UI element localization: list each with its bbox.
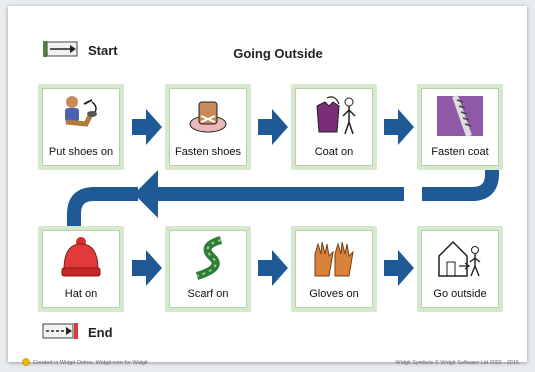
step-card-fasten-coat: Fasten coat [417,84,503,170]
return-arrow-icon [67,170,499,228]
scarf-icon [195,236,223,280]
step-label: Put shoes on [48,146,114,158]
gloves-icon [314,241,354,277]
step-label: Fasten shoes [174,146,242,158]
right-arrow-icon [384,250,414,286]
step-label: Go outside [433,288,487,300]
right-arrow-icon [258,109,288,145]
person-putting-shoes-on-icon [65,96,97,127]
step-card-fasten-shoes: Fasten shoes [165,84,251,170]
step-label: Hat on [64,288,98,300]
activity-sheet: Start Going Outside Put shoes on Fasten … [8,6,527,366]
widgit-logo-icon [22,358,30,366]
step-label: Scarf on [187,288,229,300]
end-label: End [88,325,113,340]
footer-copyright: Widgit Symbols © Widgit Software Ltd 200… [395,360,519,366]
step-card-hat-on: Hat on [38,226,124,312]
start-label: Start [88,43,118,58]
coat-on-icon [316,96,356,135]
step-card-gloves-on: Gloves on [291,226,377,312]
start-arrow-icon [43,41,78,57]
hat-icon [61,237,101,277]
step-label: Gloves on [309,288,359,300]
fasten-shoes-icon [189,101,227,133]
step-label: Fasten coat [431,146,489,158]
step-card-coat-on: Coat on [291,84,377,170]
page-title: Going Outside [233,46,323,61]
fasten-coat-icon [437,95,483,137]
right-arrow-icon [132,109,162,145]
step-card-put-shoes-on: Put shoes on [38,84,124,170]
right-arrow-icon [258,250,288,286]
go-outside-icon [438,240,481,277]
step-card-scarf-on: Scarf on [165,226,251,312]
step-card-go-outside: Go outside [417,226,503,312]
right-arrow-icon [384,109,414,145]
step-label: Coat on [314,146,354,158]
end-arrow-icon [42,323,78,339]
footer-credit: Created in Widgit Online, Widgit.com for… [33,360,148,366]
right-arrow-icon [132,250,162,286]
